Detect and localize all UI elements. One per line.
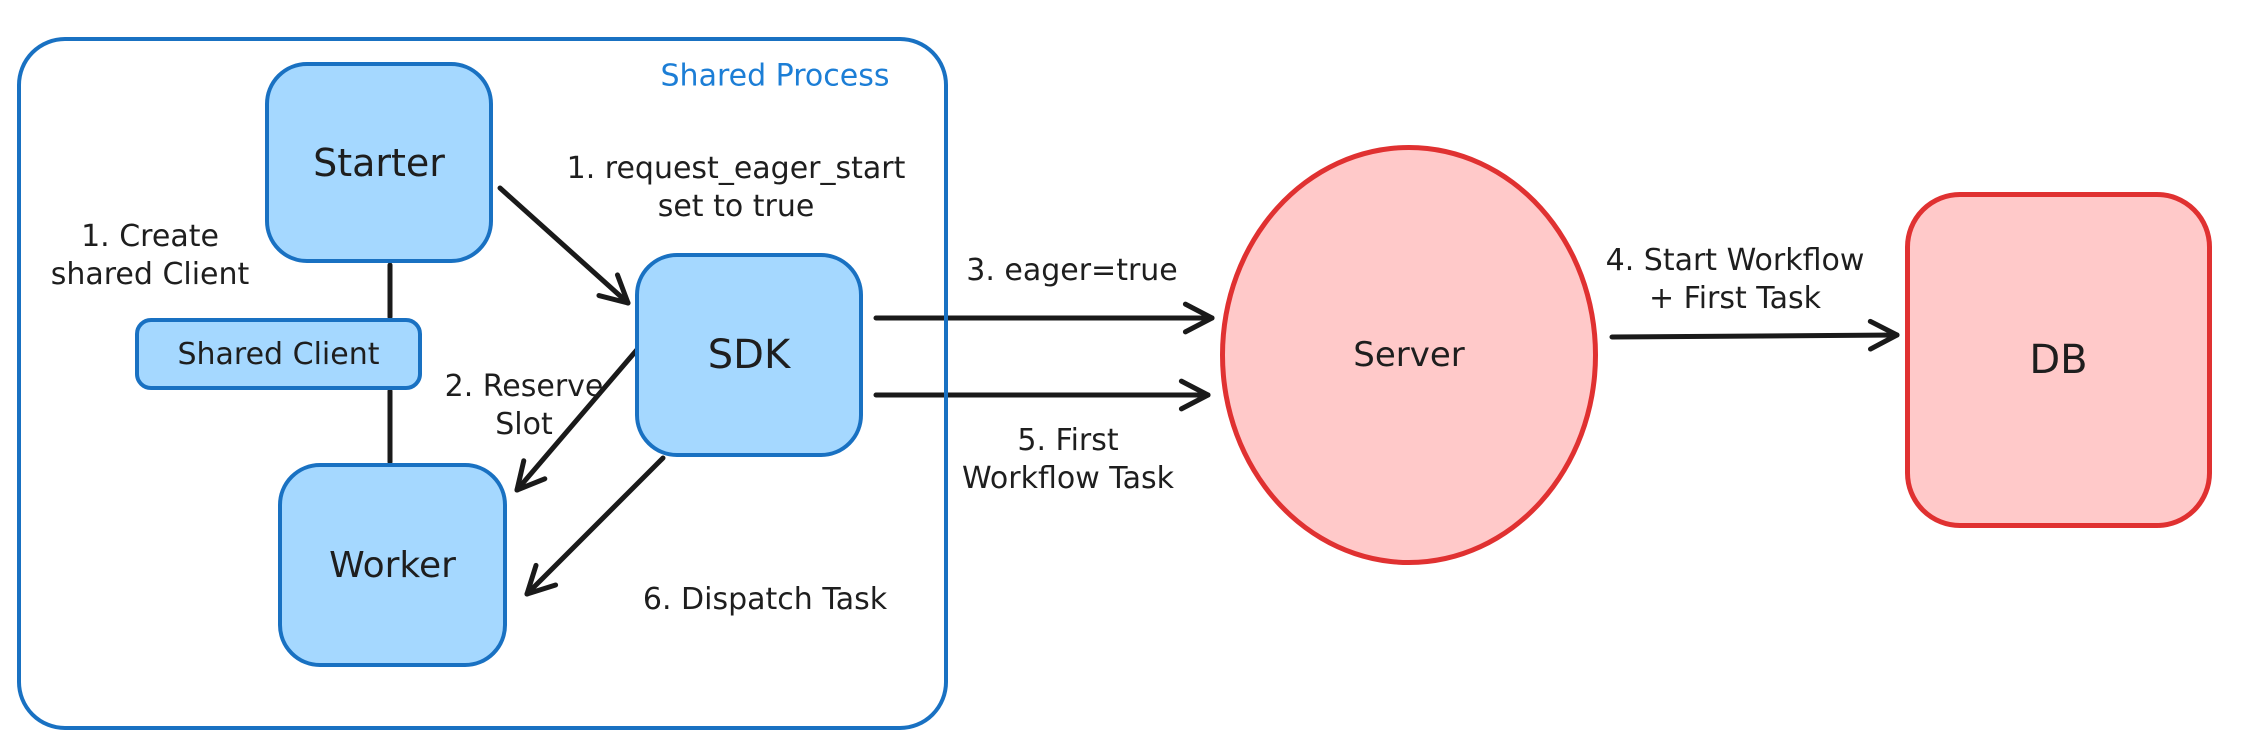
- starter-label: Starter: [313, 140, 445, 185]
- shared-process-container: [17, 37, 948, 730]
- sdk-to-server-eager-arrow-head: [1182, 301, 1215, 321]
- worker-label: Worker: [329, 544, 456, 586]
- annotation-create-shared-client: 1. Create shared Client: [51, 218, 250, 294]
- annotation-line: 2. Reserve: [444, 369, 604, 404]
- annotation-line: shared Client: [50, 257, 250, 292]
- shared-client-label: Shared Client: [177, 336, 380, 372]
- annotation-first-workflow-task: 5. First Workflow Task: [962, 422, 1174, 498]
- server-to-db-arrow-head: [1867, 332, 1900, 352]
- annotation-line: + First Task: [1648, 281, 1822, 316]
- worker-node: Worker: [278, 463, 507, 667]
- sdk-to-server-eager-arrow-head: [1182, 315, 1215, 335]
- annotation-line: Workflow Task: [961, 461, 1175, 496]
- annotation-line: 3. eager=true: [966, 253, 1178, 288]
- server-label: Server: [1353, 335, 1465, 375]
- annotation-line: 1. Create: [81, 219, 219, 254]
- annotation-line: Slot: [495, 407, 553, 442]
- annotation-line: set to true: [657, 189, 815, 224]
- shared-client-node: Shared Client: [135, 318, 422, 390]
- shared-process-title: Shared Process: [660, 58, 890, 94]
- annotation-reserve-slot: 2. Reserve Slot: [445, 368, 604, 444]
- annotation-dispatch-task: 6. Dispatch Task: [643, 581, 887, 619]
- starter-node: Starter: [265, 62, 493, 263]
- sdk-to-server-firsttask-arrow-head: [1178, 378, 1211, 398]
- sdk-to-server-firsttask-arrow-head: [1178, 392, 1211, 412]
- server-to-db-arrow-head: [1867, 318, 1900, 338]
- annotation-start-workflow-first-task: 4. Start Workflow + First Task: [1606, 242, 1865, 318]
- annotation-request-eager-start: 1. request_eager_start set to true: [567, 150, 906, 226]
- annotation-line: 6. Dispatch Task: [642, 582, 888, 617]
- db-label: DB: [2029, 337, 2088, 383]
- db-node: DB: [1905, 192, 2212, 528]
- server-to-db-arrow: [1609, 332, 1900, 340]
- annotation-line: 5. First: [1017, 423, 1119, 458]
- server-node: Server: [1220, 145, 1598, 565]
- annotation-eager-true: 3. eager=true: [966, 252, 1178, 290]
- sdk-label: SDK: [707, 332, 791, 378]
- sdk-node: SDK: [635, 253, 863, 457]
- annotation-line: 1. request_eager_start: [566, 151, 906, 186]
- annotation-line: 4. Start Workflow: [1605, 243, 1865, 278]
